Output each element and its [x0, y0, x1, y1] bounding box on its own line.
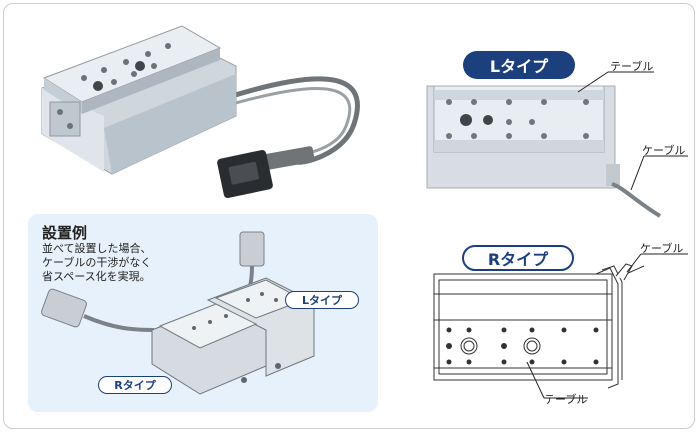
r-type-line-drawing [433, 253, 688, 399]
description-line-1: 並べて設置した場合、 [42, 242, 152, 255]
installation-example-title: 設置例 [42, 224, 88, 242]
l-type-badge: Lタイプ [463, 51, 575, 79]
description-line-3: 省スペース化を実現。 [42, 270, 151, 283]
install-l-type-label: Lタイプ [285, 291, 359, 309]
install-r-type-label: Rタイプ [98, 376, 172, 394]
description-line-2: ケーブルの干渉がなく [42, 256, 152, 269]
l-type-table-label: テーブル [610, 60, 654, 73]
actuator-product-illustration [41, 25, 360, 199]
figure-frame: 設置例 並べて設置した場合、 ケーブルの干渉がなく 省スペース化を実現。 Lタイ… [3, 3, 695, 429]
r-type-cable-label: ケーブル [640, 242, 684, 255]
installation-example-illustration [41, 231, 315, 395]
l-type-cable-label: ケーブル [642, 144, 686, 157]
installation-example-description: 並べて設置した場合、 ケーブルの干渉がなく 省スペース化を実現。 [42, 242, 152, 284]
r-type-table-label: テーブル [544, 393, 588, 406]
r-type-badge: Rタイプ [462, 245, 574, 271]
l-type-view-illustration [426, 71, 688, 218]
